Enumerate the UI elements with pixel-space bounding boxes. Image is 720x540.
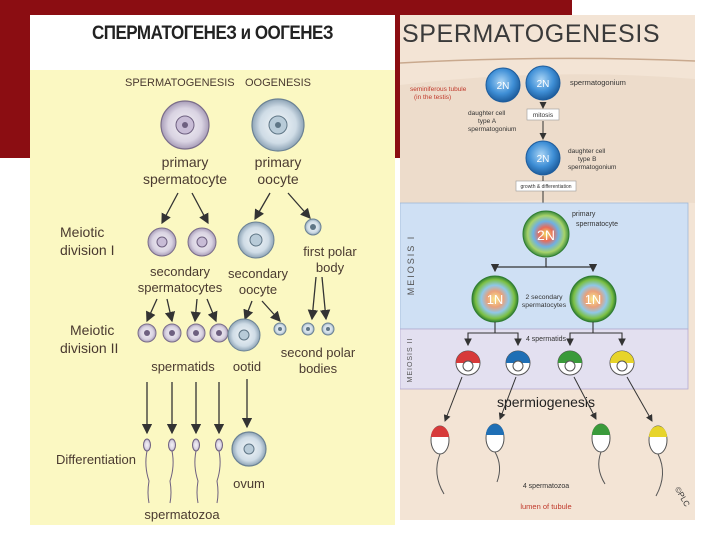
ovum-label: ovum xyxy=(233,476,265,491)
spermatogonium-b-ploidy: 2N xyxy=(537,154,550,165)
sperm-icon xyxy=(485,423,505,483)
spermiogenesis-label: spermiogenesis xyxy=(497,394,595,410)
primary-spermatocyte-label-1: primary xyxy=(162,154,209,170)
primary-spermatocyte-label-1: primary xyxy=(572,211,596,218)
daughter-a-label-2: type A xyxy=(478,118,497,125)
meiotic-division-2-label-1: Meiotic xyxy=(70,322,114,338)
secondary-spermatocyte-a-ploidy: 1N xyxy=(487,292,504,307)
sperm-icon xyxy=(648,425,668,497)
arrow-icon xyxy=(161,192,311,225)
meiotic-division-2-label-2: division II xyxy=(60,340,118,356)
left-diagram-panel: СПЕРМАТОГЕНЕЗ и ООГЕНЕЗ SPERMATOGENESIS … xyxy=(30,15,395,525)
lumen-label: lumen of tubule xyxy=(520,502,571,511)
meiosis-2-label: MEIOSIS II xyxy=(407,337,414,382)
differentiation-label: Differentiation xyxy=(56,452,136,467)
right-diagram-panel: SPERMATOGENESIS seminiferous tubule (in … xyxy=(400,15,695,520)
cell-icon xyxy=(557,350,583,376)
second-polar-bodies-label-2: bodies xyxy=(299,361,338,376)
cell-icon xyxy=(304,218,322,236)
meiosis-2-band xyxy=(400,328,689,390)
cell-icon: 2N xyxy=(485,67,521,103)
spermatids-label: 4 spermatids xyxy=(526,336,567,343)
secondary-oocyte-label-1: secondary xyxy=(228,266,288,281)
cell-icon xyxy=(186,323,206,343)
daughter-b-label-1: daughter cell xyxy=(568,148,606,155)
spermatogonium-ploidy: 2N xyxy=(537,79,550,90)
spermatogonium-label: spermatogonium xyxy=(570,78,626,87)
seminiferous-label-1: seminiferous tubule xyxy=(410,86,467,93)
cell-icon xyxy=(321,322,335,336)
cell-icon xyxy=(609,350,635,376)
primary-spermatocyte-label-2: spermatocyte xyxy=(143,171,227,187)
cell-icon xyxy=(237,221,275,259)
cell-icon: 2N xyxy=(525,65,561,101)
cell-icon xyxy=(147,227,177,257)
cell-icon xyxy=(227,318,261,352)
spermatogenesis-title: SPERMATOGENESIS xyxy=(402,20,660,48)
cell-icon xyxy=(273,322,287,336)
cell-icon: 2N xyxy=(522,210,570,258)
spermatids-label: spermatids xyxy=(151,359,215,374)
growth-label: growth & differentiation xyxy=(520,184,571,190)
cell-icon xyxy=(137,323,157,343)
arrow-icon xyxy=(146,276,331,323)
daughter-b-label-3: spermatogonium xyxy=(568,164,616,171)
arrow-icon xyxy=(464,322,626,347)
secondary-spermatocytes-label-1: 2 secondary xyxy=(525,294,563,301)
sperm-icon xyxy=(215,438,223,504)
left-diagram-background xyxy=(30,70,395,525)
copyright-label: ©PLC xyxy=(673,485,692,508)
daughter-b-label-2: type B xyxy=(578,156,596,163)
first-polar-body-label-2: body xyxy=(316,260,345,275)
russian-title: СПЕРМАТОГЕНЕЗ и ООГЕНЕЗ xyxy=(91,21,334,44)
secondary-oocyte-label-2: oocyte xyxy=(239,282,277,297)
oogenesis-header: OOGENESIS xyxy=(245,77,311,89)
daughter-a-label-3: spermatogonium xyxy=(468,126,516,133)
seminiferous-label-2: (in the testis) xyxy=(414,94,451,101)
primary-oocyte-label-1: primary xyxy=(255,154,302,170)
ootid-label: ootid xyxy=(233,359,261,374)
spermatogonium-a-ploidy: 2N xyxy=(497,81,510,92)
daughter-a-label-1: daughter cell xyxy=(468,110,506,117)
arrow-icon xyxy=(443,376,653,422)
secondary-spermatocyte-b-ploidy: 1N xyxy=(585,292,602,307)
cell-icon xyxy=(209,323,229,343)
primary-oocyte-label-2: oocyte xyxy=(257,171,298,187)
sperm-icon xyxy=(143,438,151,504)
arrow-icon xyxy=(141,379,253,435)
tubule-wall xyxy=(400,74,695,205)
sperm-icon xyxy=(591,423,611,485)
spermatogenesis-diagram: SPERMATOGENESIS seminiferous tubule (in … xyxy=(400,20,695,511)
meiotic-division-1-label-2: division I xyxy=(60,242,114,258)
cell-icon: 1N xyxy=(471,275,519,323)
spermatozoa-label: spermatozoa xyxy=(144,507,220,522)
cell-icon xyxy=(187,227,217,257)
cell-icon xyxy=(251,98,305,152)
cell-icon: 2N xyxy=(525,140,561,176)
meiosis-1-label: MEIOSIS I xyxy=(406,235,416,296)
primary-spermatocyte-ploidy: 2N xyxy=(537,227,555,243)
spermatozoa-label: 4 spermatozoa xyxy=(523,483,569,490)
first-polar-body-label-1: first polar xyxy=(303,244,357,259)
cell-icon xyxy=(301,322,315,336)
secondary-spermatocytes-label-2: spermatocytes xyxy=(138,280,223,295)
secondary-spermatocytes-label-2: spermatocytes xyxy=(522,302,567,309)
meiotic-division-1-label-1: Meiotic xyxy=(60,224,104,240)
mitosis-label: mitosis xyxy=(533,112,554,119)
ovum-icon xyxy=(231,431,267,467)
sperm-icon xyxy=(430,425,450,495)
cell-icon xyxy=(162,323,182,343)
sperm-icon xyxy=(192,438,200,504)
second-polar-bodies-label-1: second polar xyxy=(281,345,356,360)
gametogenesis-diagram: SPERMATOGENESIS OOGENESIS primary sperma… xyxy=(56,77,357,522)
primary-spermatocyte-label-2: spermatocyte xyxy=(576,221,618,228)
cell-icon: 1N xyxy=(569,275,617,323)
spermatogenesis-header: SPERMATOGENESIS xyxy=(125,77,235,89)
cell-icon xyxy=(160,100,210,150)
cell-icon xyxy=(455,350,481,376)
secondary-spermatocytes-label-1: secondary xyxy=(150,264,210,279)
cell-icon xyxy=(505,350,531,376)
sperm-icon xyxy=(168,438,176,504)
